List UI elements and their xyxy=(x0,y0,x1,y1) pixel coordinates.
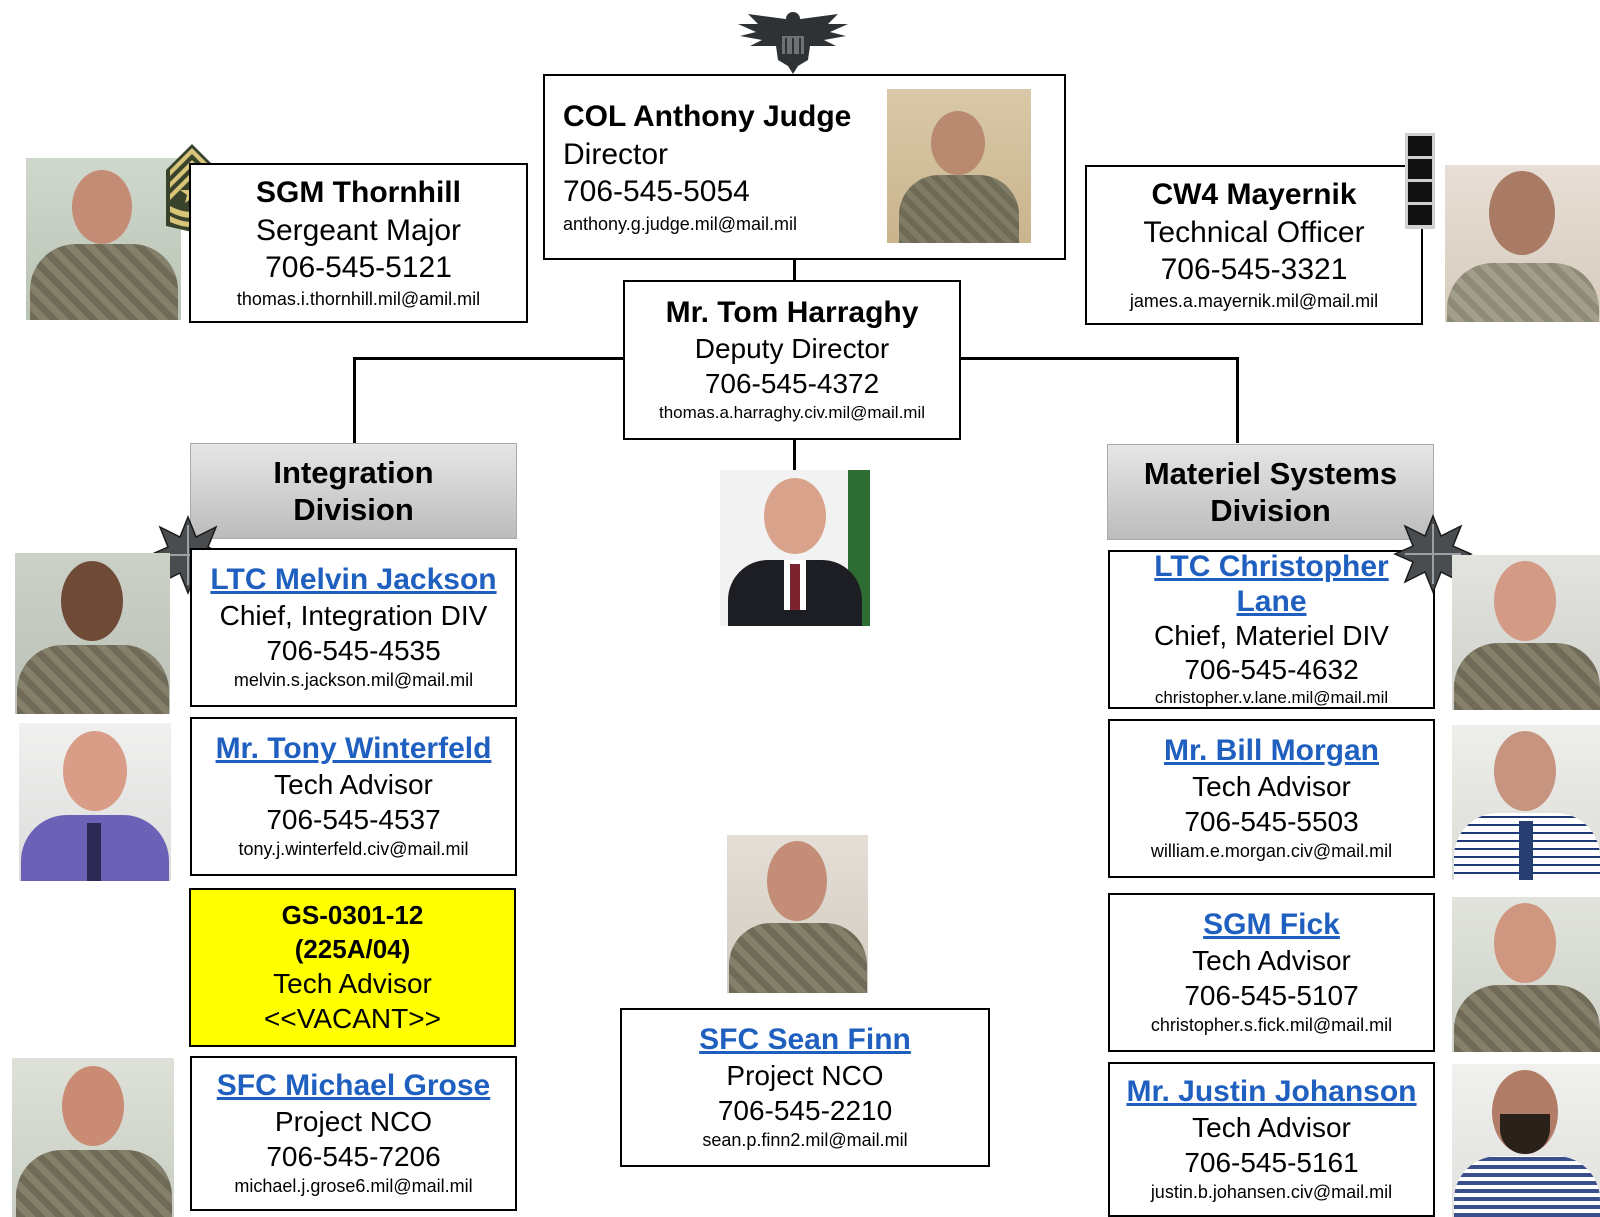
fick-email: christopher.s.fick.mil@mail.mil xyxy=(1150,1014,1393,1035)
johanson-name-link[interactable]: Mr. Justin Johanson xyxy=(1126,1074,1417,1108)
integration-division-header: Integration Division xyxy=(190,443,517,539)
winterfeld-title: Tech Advisor xyxy=(274,768,433,800)
connector-director-deputy xyxy=(793,258,796,282)
winterfeld-photo xyxy=(19,723,171,881)
director-card: COL Anthony Judge Director 706-545-5054 … xyxy=(543,74,1066,260)
thornhill-photo xyxy=(26,158,181,320)
materiel-header-line2: Division xyxy=(1210,493,1331,528)
lane-email: christopher.v.lane.mil@mail.mil xyxy=(1154,687,1389,707)
fick-photo xyxy=(1452,897,1600,1052)
mayernik-title: Technical Officer xyxy=(1143,215,1365,249)
mayernik-card: CW4 Mayernik Technical Officer 706-545-3… xyxy=(1085,165,1423,325)
thornhill-title: Sergeant Major xyxy=(255,213,462,247)
finn-email: sean.p.finn2.mil@mail.mil xyxy=(702,1129,908,1150)
deputy-photo xyxy=(720,470,870,626)
jackson-card: LTC Melvin Jackson Chief, Integration DI… xyxy=(190,548,517,707)
winterfeld-name-link[interactable]: Mr. Tony Winterfeld xyxy=(215,731,492,765)
vacant-grade: GS-0301-12 xyxy=(281,899,424,930)
thornhill-phone: 706-545-5121 xyxy=(265,251,452,285)
finn-name-link[interactable]: SFC Sean Finn xyxy=(699,1022,911,1056)
thornhill-email: thomas.i.thornhill.mil@amil.mil xyxy=(236,288,481,309)
johanson-email: justin.b.johansen.civ@mail.mil xyxy=(1150,1181,1393,1202)
connector-left-horizontal xyxy=(353,357,623,360)
colonel-eagle-icon xyxy=(728,10,858,74)
deputy-email: thomas.a.harraghy.civ.mil@mail.mil xyxy=(658,403,926,423)
vacant-code: (225A/04) xyxy=(294,933,411,964)
deputy-card: Mr. Tom Harraghy Deputy Director 706-545… xyxy=(623,280,961,440)
winterfeld-card: Mr. Tony Winterfeld Tech Advisor 706-545… xyxy=(190,717,517,876)
lane-photo xyxy=(1452,555,1600,710)
director-email: anthony.g.judge.mil@mail.mil xyxy=(563,213,798,234)
deputy-phone: 706-545-4372 xyxy=(704,368,880,400)
integration-header-line1: Integration xyxy=(273,454,434,490)
chief-warrant-4-insignia-icon xyxy=(1405,133,1435,229)
director-name: COL Anthony Judge xyxy=(563,100,852,133)
fick-title: Tech Advisor xyxy=(1192,944,1351,976)
vacant-position-card: GS-0301-12 (225A/04) Tech Advisor <<VACA… xyxy=(189,888,516,1047)
director-phone: 706-545-5054 xyxy=(563,175,750,208)
jackson-title: Chief, Integration DIV xyxy=(219,599,488,631)
director-photo xyxy=(887,89,1031,243)
morgan-card: Mr. Bill Morgan Tech Advisor 706-545-550… xyxy=(1108,719,1435,878)
connector-right-vertical xyxy=(1236,357,1239,443)
finn-card: SFC Sean Finn Project NCO 706-545-2210 s… xyxy=(620,1008,990,1167)
jackson-photo xyxy=(15,553,170,714)
johanson-card: Mr. Justin Johanson Tech Advisor 706-545… xyxy=(1108,1062,1435,1217)
fick-name-link[interactable]: SGM Fick xyxy=(1203,907,1340,941)
morgan-name-link[interactable]: Mr. Bill Morgan xyxy=(1163,733,1379,767)
materiel-header-line1: Materiel Systems xyxy=(1143,455,1398,491)
connector-left-vertical xyxy=(353,357,356,443)
lane-name-link-line1[interactable]: LTC Christopher xyxy=(1154,550,1389,584)
grose-phone: 706-545-7206 xyxy=(266,1140,441,1172)
finn-phone: 706-545-2210 xyxy=(717,1094,893,1126)
lane-name-link-line2[interactable]: Lane xyxy=(1236,584,1307,618)
vacant-status: <<VACANT>> xyxy=(264,1003,441,1035)
morgan-email: william.e.morgan.civ@mail.mil xyxy=(1150,840,1393,861)
jackson-email: melvin.s.jackson.mil@mail.mil xyxy=(233,669,474,690)
director-title: Director xyxy=(563,137,669,171)
vacant-title: Tech Advisor xyxy=(273,968,432,1000)
morgan-phone: 706-545-5503 xyxy=(1184,805,1359,837)
grose-card: SFC Michael Grose Project NCO 706-545-72… xyxy=(190,1056,517,1211)
jackson-name-link[interactable]: LTC Melvin Jackson xyxy=(210,562,497,596)
morgan-title: Tech Advisor xyxy=(1192,770,1351,802)
grose-email: michael.j.grose6.mil@mail.mil xyxy=(234,1175,473,1196)
deputy-name: Mr. Tom Harraghy xyxy=(665,296,919,330)
thornhill-card: SGM Thornhill Sergeant Major 706-545-512… xyxy=(189,163,528,323)
johanson-photo xyxy=(1452,1064,1600,1217)
mayernik-photo xyxy=(1445,165,1600,322)
mayernik-name: CW4 Mayernik xyxy=(1151,178,1357,212)
lane-phone: 706-545-4632 xyxy=(1184,653,1359,685)
integration-header-line2: Division xyxy=(293,492,414,527)
thornhill-name: SGM Thornhill xyxy=(256,176,461,210)
johanson-phone: 706-545-5161 xyxy=(1184,1146,1359,1178)
grose-photo xyxy=(12,1058,174,1217)
finn-photo xyxy=(727,835,868,993)
deputy-title: Deputy Director xyxy=(694,333,890,365)
materiel-division-header: Materiel Systems Division xyxy=(1107,444,1434,540)
lane-title: Chief, Materiel DIV xyxy=(1154,620,1389,652)
winterfeld-phone: 706-545-4537 xyxy=(266,803,441,835)
fick-phone: 706-545-5107 xyxy=(1184,979,1359,1011)
johanson-title: Tech Advisor xyxy=(1192,1111,1351,1143)
finn-title: Project NCO xyxy=(726,1059,884,1091)
lane-card: LTC Christopher Lane Chief, Materiel DIV… xyxy=(1108,550,1435,709)
jackson-phone: 706-545-4535 xyxy=(266,634,441,666)
connector-right-horizontal xyxy=(958,357,1239,360)
grose-title: Project NCO xyxy=(274,1105,433,1137)
grose-name-link[interactable]: SFC Michael Grose xyxy=(216,1068,491,1102)
winterfeld-email: tony.j.winterfeld.civ@mail.mil xyxy=(238,838,469,859)
connector-deputy-down xyxy=(793,438,796,470)
mayernik-phone: 706-545-3321 xyxy=(1160,253,1348,287)
mayernik-email: james.a.mayernik.mil@mail.mil xyxy=(1129,290,1379,311)
morgan-photo xyxy=(1452,725,1600,880)
fick-card: SGM Fick Tech Advisor 706-545-5107 chris… xyxy=(1108,893,1435,1052)
